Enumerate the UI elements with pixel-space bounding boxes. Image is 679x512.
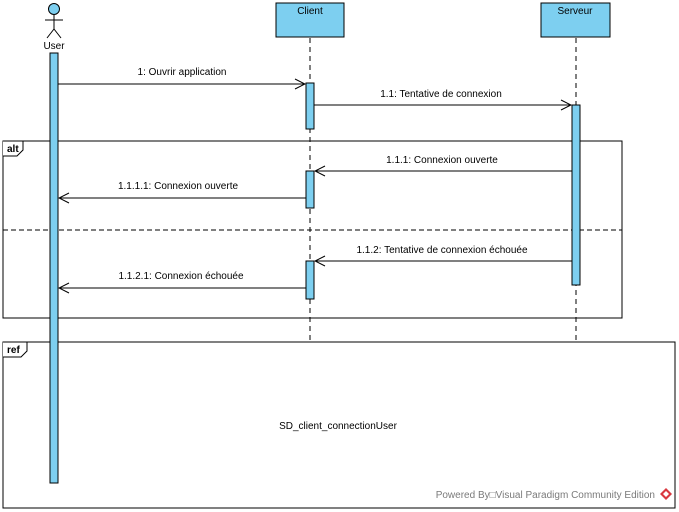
user-actor[interactable]: User bbox=[43, 3, 65, 53]
ref-fragment-name: SD_client_connectionUser bbox=[279, 421, 398, 432]
client-label: Client bbox=[297, 6, 323, 17]
watermark-text: Powered By□Visual Paradigm Community Edi… bbox=[436, 490, 655, 501]
server-label: Serveur bbox=[557, 6, 593, 17]
client-activation-bar[interactable] bbox=[305, 170, 315, 209]
client-activation-bar[interactable] bbox=[305, 260, 315, 300]
alt-fragment[interactable]: alt bbox=[2, 140, 623, 319]
message-label: 1.1.2.1: Connexion échouée bbox=[118, 271, 244, 282]
message[interactable]: 1.1.2: Tentative de connexion échouée bbox=[315, 245, 572, 261]
message-label: 1.1.1.1: Connexion ouverte bbox=[118, 181, 239, 192]
server-activation-bar[interactable] bbox=[571, 104, 581, 286]
actor-head-icon bbox=[48, 3, 60, 15]
message[interactable]: 1: Ouvrir application bbox=[58, 67, 305, 84]
visual-paradigm-logo-icon bbox=[660, 488, 672, 500]
server-lifeline-head[interactable]: Serveur bbox=[540, 2, 611, 38]
message-label: 1.1.1: Connexion ouverte bbox=[386, 155, 498, 166]
message[interactable]: 1.1.1.1: Connexion ouverte bbox=[59, 181, 306, 198]
ref-fragment-tag: ref bbox=[7, 345, 20, 356]
client-lifeline-head[interactable]: Client bbox=[275, 2, 345, 38]
message-label: 1.1: Tentative de connexion bbox=[380, 89, 502, 100]
user-activation-bar[interactable] bbox=[49, 52, 59, 484]
actor-label: User bbox=[43, 41, 65, 52]
message[interactable]: 1.1: Tentative de connexion bbox=[314, 89, 571, 105]
client-activation-bar[interactable] bbox=[305, 82, 315, 130]
message[interactable]: 1.1.2.1: Connexion échouée bbox=[59, 271, 306, 288]
message[interactable]: 1.1.1: Connexion ouverte bbox=[315, 155, 572, 171]
message-label: 1: Ouvrir application bbox=[138, 67, 227, 78]
alt-fragment-tag: alt bbox=[7, 144, 19, 155]
message-label: 1.1.2: Tentative de connexion échouée bbox=[356, 245, 527, 256]
ref-fragment[interactable]: ref SD_client_connectionUser bbox=[2, 341, 676, 509]
